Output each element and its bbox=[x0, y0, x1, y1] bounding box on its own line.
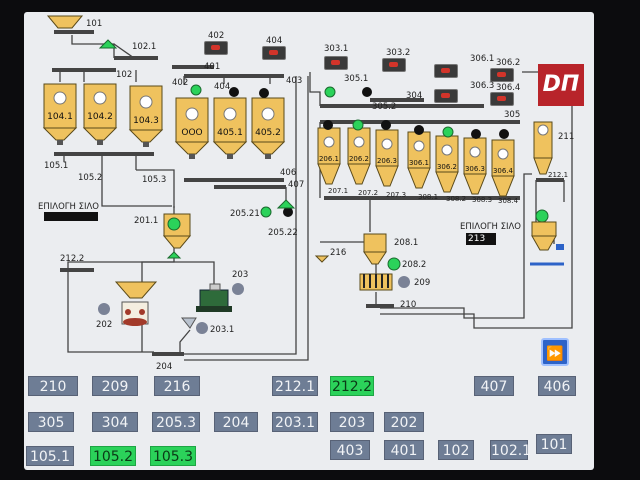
lamp-303-2[interactable] bbox=[382, 58, 406, 72]
label-303-1: 303.1 bbox=[324, 44, 349, 54]
label-102: 102 bbox=[116, 70, 133, 80]
motor-button-105-3[interactable]: 105.3 bbox=[150, 446, 196, 466]
silo-306-3[interactable]: 306.3 bbox=[464, 165, 486, 173]
label-401: 401 bbox=[204, 62, 221, 72]
silo-104-2[interactable]: 104.2 bbox=[87, 112, 113, 122]
label-306-3: 306.3 bbox=[470, 81, 495, 91]
process-diagram bbox=[43, 15, 573, 361]
label-407: 407 bbox=[288, 180, 305, 190]
label-210: 210 bbox=[400, 300, 417, 310]
lamp-306-3[interactable] bbox=[434, 89, 458, 103]
label-306-1: 306.1 bbox=[470, 54, 495, 64]
motor-button-102-1[interactable]: 102.1 bbox=[490, 440, 531, 460]
motor-button-212-2[interactable]: 212.2 bbox=[330, 376, 374, 396]
silo-306-1[interactable]: 306.1 bbox=[408, 159, 430, 167]
silo-select-display-2[interactable]: 213 bbox=[466, 233, 496, 245]
label-207-1: 207.1 bbox=[328, 187, 349, 195]
lamp-306-1[interactable] bbox=[434, 64, 458, 78]
motor-button-105-2[interactable]: 105.2 bbox=[90, 446, 136, 466]
label-305-2: 305.2 bbox=[372, 102, 397, 112]
label-308-1: 308.1 bbox=[418, 193, 439, 201]
label-epilogi-silo-1: ΕΠΙΛΟΓΗ ΣΙΛΟ bbox=[38, 202, 99, 212]
next-page-button[interactable]: ⏩ bbox=[541, 338, 569, 366]
silo-206-1[interactable]: 206.1 bbox=[318, 155, 340, 163]
motor-button-212-1[interactable]: 212.1 bbox=[272, 376, 318, 396]
silo-000[interactable]: OOO bbox=[181, 128, 203, 138]
label-208-1: 208.1 bbox=[394, 238, 419, 248]
motor-button-406[interactable]: 406 bbox=[538, 376, 576, 396]
silo-206-2[interactable]: 206.2 bbox=[348, 155, 370, 163]
label-105-1: 105.1 bbox=[44, 161, 69, 171]
motor-button-102[interactable]: 102 bbox=[438, 440, 474, 460]
label-404b: 404 bbox=[214, 82, 231, 92]
silo-306-2[interactable]: 306.2 bbox=[436, 163, 458, 171]
label-208-2: 208.2 bbox=[402, 260, 427, 270]
motor-button-210[interactable]: 210 bbox=[28, 376, 78, 396]
label-306-4: 306.4 bbox=[496, 83, 521, 93]
motor-button-403[interactable]: 403 bbox=[330, 440, 370, 460]
label-304: 304 bbox=[406, 91, 423, 101]
silo-104-1[interactable]: 104.1 bbox=[47, 112, 73, 122]
lamp-306-4[interactable] bbox=[490, 92, 514, 106]
label-305-1: 305.1 bbox=[344, 74, 369, 84]
label-207-2: 207.2 bbox=[358, 189, 379, 197]
motor-button-101[interactable]: 101 bbox=[536, 434, 572, 454]
label-303-2: 303.2 bbox=[386, 48, 411, 58]
label-202: 202 bbox=[96, 320, 113, 330]
label-406: 406 bbox=[280, 168, 297, 178]
label-207-3: 207.3 bbox=[386, 191, 407, 199]
label-105-2: 105.2 bbox=[78, 173, 103, 183]
label-105-3: 105.3 bbox=[142, 175, 167, 185]
label-205-21: 205.21 bbox=[230, 209, 260, 219]
label-101: 101 bbox=[86, 19, 103, 29]
motor-button-209[interactable]: 209 bbox=[92, 376, 138, 396]
silo-row-2 bbox=[317, 121, 553, 197]
label-209: 209 bbox=[414, 278, 431, 288]
label-308-3: 308.3 bbox=[472, 196, 493, 204]
motor-button-204[interactable]: 204 bbox=[214, 412, 258, 432]
silo-104-3[interactable]: 104.3 bbox=[133, 116, 159, 126]
lamp-306-2[interactable] bbox=[490, 68, 514, 82]
company-logo: DΠ bbox=[538, 64, 584, 106]
lamp-303-1[interactable] bbox=[324, 56, 348, 70]
lamp-404[interactable] bbox=[262, 46, 286, 60]
label-203: 203 bbox=[232, 270, 249, 280]
scada-screen: 101 102.1 102 402 404 401 402 404 403 10… bbox=[24, 12, 594, 470]
label-216: 216 bbox=[330, 248, 347, 258]
label-308-2: 308.2 bbox=[446, 195, 467, 203]
label-402: 402 bbox=[208, 31, 225, 41]
motor-button-205-3[interactable]: 205.3 bbox=[152, 412, 200, 432]
silo-306-4[interactable]: 306.4 bbox=[492, 167, 514, 175]
label-211: 211 bbox=[558, 132, 575, 142]
label-306-2: 306.2 bbox=[496, 58, 521, 68]
motor-button-203-1[interactable]: 203.1 bbox=[272, 412, 318, 432]
silo-select-display-1[interactable] bbox=[44, 212, 98, 221]
motor-button-304[interactable]: 304 bbox=[92, 412, 138, 432]
label-404: 404 bbox=[266, 36, 283, 46]
motor-button-202[interactable]: 202 bbox=[384, 412, 424, 432]
label-102-1: 102.1 bbox=[132, 42, 157, 52]
silo-206-3[interactable]: 206.3 bbox=[376, 157, 398, 165]
silo-405-1[interactable]: 405.1 bbox=[217, 128, 243, 138]
conveyors bbox=[52, 30, 564, 356]
label-201-1: 201.1 bbox=[134, 216, 159, 226]
motor-button-407[interactable]: 407 bbox=[474, 376, 514, 396]
label-402b: 402 bbox=[172, 78, 189, 88]
label-204: 204 bbox=[156, 362, 173, 372]
motor-button-216[interactable]: 216 bbox=[154, 376, 200, 396]
silo-405-2[interactable]: 405.2 bbox=[255, 128, 281, 138]
label-212-1: 212.1 bbox=[548, 171, 569, 179]
motor-button-105-1[interactable]: 105.1 bbox=[26, 446, 74, 466]
motor-button-401[interactable]: 401 bbox=[384, 440, 424, 460]
label-203-1: 203.1 bbox=[210, 325, 235, 335]
motor-button-203[interactable]: 203 bbox=[330, 412, 374, 432]
motor-button-305[interactable]: 305 bbox=[28, 412, 74, 432]
label-epilogi-silo-2: ΕΠΙΛΟΓΗ ΣΙΛΟ bbox=[460, 222, 521, 232]
label-212-2: 212.2 bbox=[60, 254, 85, 264]
label-205-22: 205.22 bbox=[268, 228, 298, 238]
label-403: 403 bbox=[286, 76, 303, 86]
lamp-402[interactable] bbox=[204, 41, 228, 55]
label-308-4: 308.4 bbox=[498, 197, 519, 205]
label-305: 305 bbox=[504, 110, 521, 120]
